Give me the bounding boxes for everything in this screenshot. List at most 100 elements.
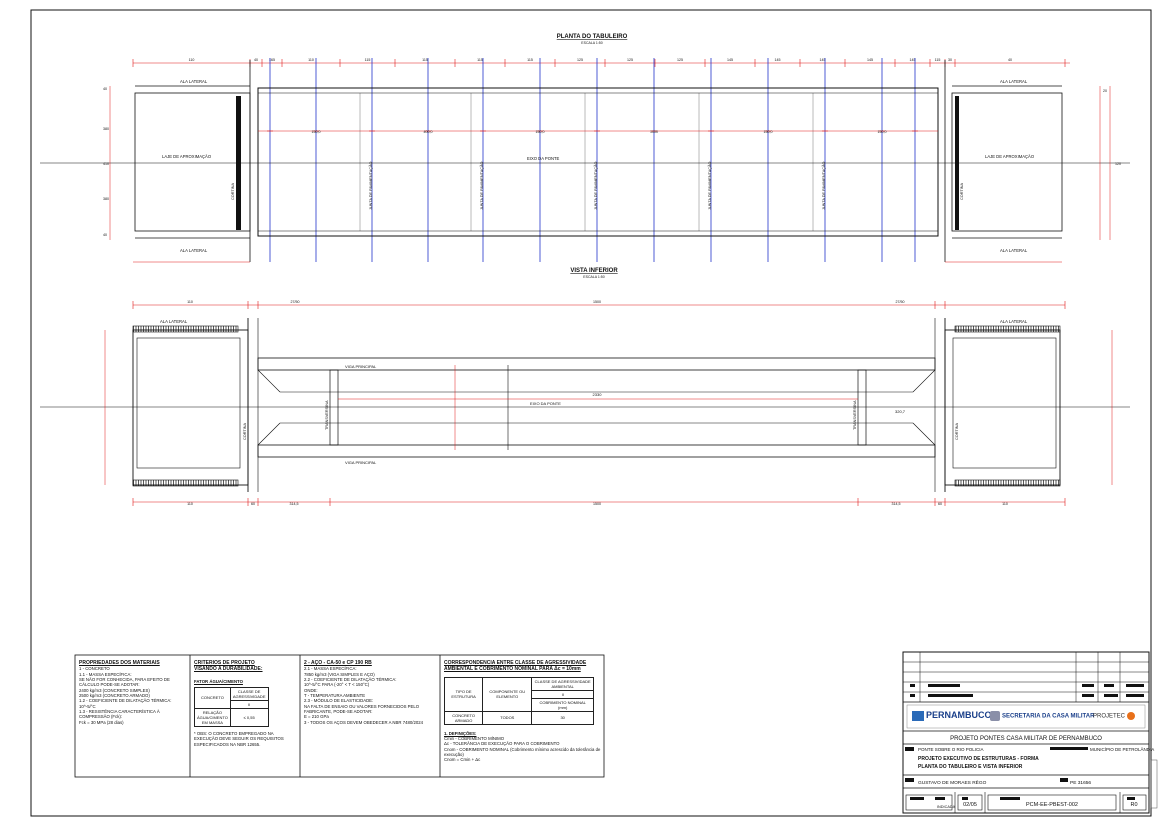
- bay-dim-label: 150,0: [764, 130, 773, 134]
- dim-label: 40: [254, 58, 258, 62]
- left-abutment-inner: [136, 337, 241, 469]
- dim-label: 125: [627, 58, 633, 62]
- logo-pernambuco: PERNAMBUCO: [912, 710, 992, 721]
- note-line: SE NÃO FOR CONHECIDA, PARA EFEITO DE: [79, 676, 170, 682]
- side-dim-label: 20: [1103, 89, 1107, 93]
- dim-label: 1500: [593, 300, 601, 304]
- side-dim-label: 40: [103, 87, 107, 91]
- label-junta-1: JUNTA DE PAVIMENTAÇÃO: [368, 162, 373, 210]
- transversina-right: [857, 369, 867, 446]
- dim-label: 125: [577, 58, 583, 62]
- note-line: 1.1 - MASSA ESPECÍFICA:: [79, 671, 132, 677]
- bay-dim-label: 150,0: [536, 130, 545, 134]
- note-line: 2.3 - MÓDULO DE ELASTICIDADE:: [304, 698, 374, 704]
- label-ala-lateral-br: ALA LATERAL: [1000, 248, 1028, 253]
- dim-label: 110: [187, 502, 193, 506]
- dim-label: 110: [1002, 502, 1008, 506]
- note-line: Cnom = Cmin + Δc: [444, 757, 481, 763]
- dim-label: 165: [269, 58, 275, 62]
- notes-steel-lines: 2.1 - MASSA ESPECÍFICA:7850 kg/m3 (VIGA …: [304, 666, 437, 725]
- plan-bay-lines: [267, 58, 918, 262]
- note-line: T - TEMPERATURA AMBIENTE: [304, 693, 366, 699]
- logo-casa-militar: SECRETARIA DA CASA MILITAR: [990, 711, 1094, 721]
- label-ala-lateral-tl: ALA LATERAL: [180, 79, 208, 84]
- haunch-bl: [257, 422, 281, 446]
- projetec-mark-icon: [1127, 712, 1136, 720]
- dim-label: 30: [948, 58, 952, 62]
- dim-label: 145: [820, 58, 826, 62]
- haunch-br: [912, 422, 936, 446]
- tb-location: PONTE SOBRE O RIO POLICIA: [918, 747, 984, 752]
- note-line: Cnom - COBRIMENTO NOMINAL (Cobrimento mí…: [444, 746, 601, 757]
- note-line: Δc - TOLERÂNCIA DE EXECUÇÃO PARA O COBRI…: [444, 741, 560, 747]
- right-abutment-inner: [952, 337, 1057, 469]
- haunch-tr: [912, 369, 936, 393]
- dim-label: 115: [527, 58, 533, 62]
- dim-label: 60: [251, 502, 255, 506]
- tb-code: PCM-EE-PBEST-002: [1026, 802, 1078, 808]
- label-viga-top: VIGA PRINCIPAL: [345, 364, 377, 369]
- dim-label: 110: [187, 300, 193, 304]
- dim-label: 145: [727, 58, 733, 62]
- dim-label: 110: [308, 58, 314, 62]
- left-hatch-bottom: [132, 479, 239, 487]
- tb-rev: R0: [1130, 802, 1137, 808]
- note-line: 10^-5/°C: [79, 703, 96, 709]
- label-ala-lateral-tr: ALA LATERAL: [1000, 79, 1028, 84]
- tb-sheet: 02/05: [963, 802, 977, 808]
- beam-bottom: [257, 444, 936, 458]
- label-transversina-left: TRANSVERSINA: [325, 400, 329, 430]
- side-dim-label: 120: [1115, 162, 1121, 166]
- tb-engineer: GUSTAVO DE MORAES RÊGO: [918, 778, 987, 786]
- dim-label: 27/50: [896, 300, 905, 304]
- side-dim-label: 410: [103, 162, 109, 166]
- dim-label: 115: [422, 58, 428, 62]
- notes-cover: CORRESPONDÊNCIA ENTRE CLASSE DE AGRESSIV…: [444, 660, 602, 763]
- label-transversina-right: TRANSVERSINA: [853, 400, 857, 430]
- haunch-tl: [257, 369, 281, 393]
- right-approach-slab: [951, 92, 1063, 232]
- label-junta-4: JUNTA DE PAVIMENTAÇÃO: [707, 162, 712, 210]
- dim-label: 115: [477, 58, 483, 62]
- dim-label: 145: [867, 58, 873, 62]
- dim-label: 115: [365, 58, 371, 62]
- bay-dim-label: 1000: [650, 130, 658, 134]
- note-line: 7850 kg/m3 (VIGA SIMPLES E AÇO): [304, 671, 375, 677]
- transversina-left: [329, 369, 339, 446]
- sheet-border: [30, 9, 1152, 817]
- note-line: NA FALTA DE ENSAIO OU VALORES FORNECIDOS…: [304, 703, 420, 715]
- note-line: 1.2 - COEFICIENTE DE DILATAÇÃO TÉRMICA:: [79, 698, 172, 704]
- bay-dim-label: 150,0: [878, 130, 887, 134]
- left-approach-slab: [134, 92, 251, 232]
- right-hatch-bottom: [954, 479, 1061, 487]
- beam-top: [257, 357, 936, 371]
- tb-crea: PE 31656: [1070, 780, 1091, 786]
- right-hatch-top: [954, 325, 1061, 333]
- dim-label: 40: [1008, 58, 1012, 62]
- note-line: CÁLCULO PODE-SE ADOTAR:: [79, 682, 140, 688]
- note-line: 2400 kg/m3 (CONCRETO SIMPLES): [79, 687, 150, 693]
- label-ala-bottom-l: ALA LATERAL: [160, 319, 188, 324]
- note-line: 10^-5/°C PARA (-20° < T < 150°C): [304, 682, 370, 688]
- label-ala-lateral-bl: ALA LATERAL: [180, 248, 208, 253]
- note-line: Fck = 30 MPa (28 dias): [79, 719, 124, 725]
- tb-project: PROJETO PONTES CASA MILITAR DE PERNAMBUC…: [950, 736, 1102, 742]
- bottom-scale: ESCALA 1:50: [583, 275, 604, 279]
- side-dim-label: 380: [103, 197, 109, 201]
- tb-municipality: MUNICÍPIO DE PETROLÂNDIA: [1090, 746, 1154, 752]
- plan-title: PLANTA DO TABULEIRO: [557, 34, 628, 40]
- pe-flag-icon: [912, 710, 924, 721]
- label-cortina-bottom-right: CORTINA: [955, 423, 959, 440]
- right-abutment: [944, 329, 1061, 486]
- dim-label: 145: [910, 58, 916, 62]
- label-junta-2: JUNTA DE PAVIMENTAÇÃO: [479, 162, 484, 210]
- note-line: 1.3 - RESISTÊNCIA CARACTERÍSTICA À: [79, 709, 160, 715]
- note-line: 2.2 - COEFICIENTE DE DILATAÇÃO TÉRMICA:: [304, 676, 397, 682]
